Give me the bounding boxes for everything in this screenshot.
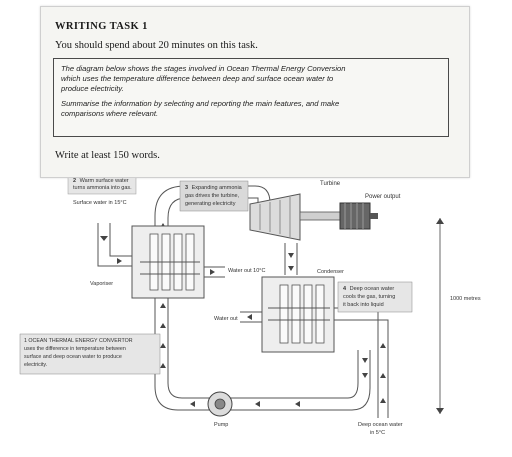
time-instruction: You should spend about 20 minutes on thi…: [55, 40, 258, 51]
vaporiser: [131, 225, 205, 299]
surface-water-inlet: [97, 223, 225, 278]
condenser: [261, 276, 335, 353]
word-count-instruction: Write at least 150 words.: [55, 150, 160, 161]
turbine-label: Turbine: [320, 181, 341, 187]
prompt-line: comparisons where relevant.: [61, 109, 159, 118]
depth-label: 1000 metres: [450, 296, 481, 302]
prompt-line: Summarise the information by selecting a…: [61, 99, 340, 108]
step4-label: 4 Deep ocean water cools the gas, turnin…: [343, 286, 397, 308]
pipe-loop: [154, 185, 371, 411]
step1-box: [19, 333, 161, 375]
step1-label: 1 OCEAN THERMAL ENERGY CONVERTOR uses th…: [24, 338, 134, 368]
prompt-paragraph-2: Summarise the information by selecting a…: [61, 99, 441, 119]
pump-label: Pump: [214, 422, 228, 428]
step3-box: [179, 180, 249, 212]
step4-box: [337, 281, 413, 313]
pump: [207, 391, 233, 417]
prompt-line: The diagram below shows the stages invol…: [61, 64, 346, 73]
task-card: WRITING TASK 1 You should spend about 20…: [40, 6, 470, 178]
task-prompt: The diagram below shows the stages invol…: [53, 58, 449, 137]
condenser-label: Condenser: [317, 269, 344, 275]
surface-water-label: Surface water in 15°C: [73, 200, 127, 206]
prompt-line: produce electricity.: [61, 84, 124, 93]
generator: [339, 202, 378, 230]
task-title: WRITING TASK 1: [55, 21, 148, 32]
depth-scale: [436, 218, 444, 414]
step3-label: 3 Expanding ammonia gas drives the turbi…: [185, 185, 243, 207]
step2-box: [67, 178, 137, 195]
turbine: [249, 193, 341, 241]
water-out-label: Water out: [214, 316, 238, 322]
otec-diagram: 2 Warm surface water turns ammonia into …: [19, 178, 481, 436]
water-out-10-label: Water out 10°C: [228, 268, 265, 274]
power-output-label: Power output: [365, 194, 401, 200]
prompt-paragraph-1: The diagram below shows the stages invol…: [61, 64, 441, 94]
vaporiser-label: Vaporiser: [90, 281, 113, 287]
prompt-line: which uses the temperature difference be…: [61, 74, 334, 83]
step2-label: 2 Warm surface water turns ammonia into …: [73, 178, 132, 191]
deep-water-label: Deep ocean water in 5°C: [358, 422, 404, 436]
